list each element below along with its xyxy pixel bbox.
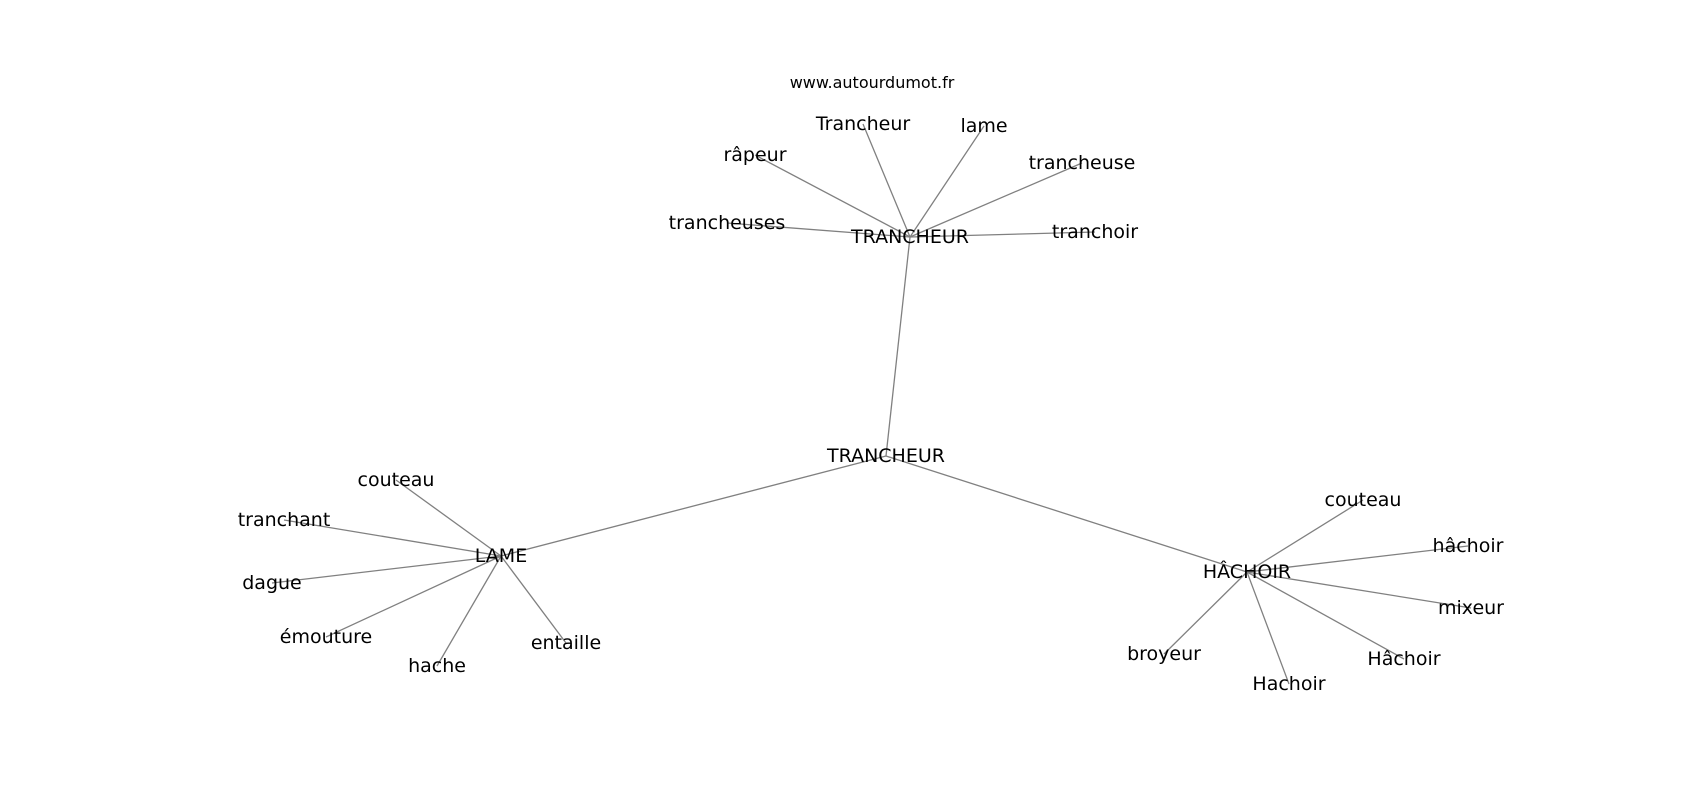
nodes-layer: TRANCHEUR TRANCHEUR LAME HÂCHOIR Trancheur la… — [238, 113, 1504, 695]
edge-lame_hub-l_entaille — [500, 555, 567, 644]
node-l-hache[interactable]: hache — [408, 655, 466, 677]
node-t-rapeur[interactable]: râpeur — [723, 144, 786, 166]
edge-lame_hub-l_emouture — [325, 555, 502, 638]
node-t-tranchoir[interactable]: tranchoir — [1052, 221, 1138, 243]
edge-lame_hub-l_tranchant — [283, 519, 502, 557]
edge-root-trancheur2 — [885, 236, 911, 457]
edge-hachoir_hub-h_broyeur — [1163, 571, 1248, 655]
node-h-hachoir-cap[interactable]: Hâchoir — [1367, 648, 1440, 670]
edge-trancheur2-t_trancheuse — [909, 162, 1083, 238]
node-t-trancheuse[interactable]: trancheuse — [1029, 152, 1136, 174]
edge-lame_hub-l_dague — [271, 555, 502, 584]
node-t-trancheur[interactable]: Trancheur — [815, 113, 911, 135]
node-h-couteau[interactable]: couteau — [1325, 489, 1402, 511]
edge-lame_hub-l_hache — [436, 555, 502, 667]
edge-trancheur2-t_trancheuses — [726, 222, 911, 238]
edge-hachoir_hub-h_hachoir_cap — [1246, 571, 1405, 660]
node-trancheur2[interactable]: TRANCHEUR — [850, 226, 969, 248]
edges-layer — [271, 123, 1472, 685]
node-lame-hub[interactable]: LAME — [475, 545, 527, 567]
node-l-tranchant[interactable]: tranchant — [238, 509, 331, 531]
edge-lame_hub-l_couteau — [395, 479, 502, 557]
edge-root-hachoir_hub — [885, 455, 1248, 573]
node-l-entaille[interactable]: entaille — [531, 632, 601, 654]
source-label[interactable]: www.autourdumot.fr — [790, 73, 955, 92]
edge-hachoir_hub-h_hachoir_plain — [1246, 571, 1290, 685]
edge-trancheur2-t_trancheur — [862, 123, 911, 238]
node-l-emouture[interactable]: émouture — [280, 626, 372, 648]
edge-trancheur2-t_rapeur — [754, 154, 911, 238]
node-h-hachoir-lc[interactable]: hâchoir — [1433, 535, 1504, 557]
edge-trancheur2-t_tranchoir — [909, 231, 1096, 238]
node-hachoir-hub[interactable]: HÂCHOIR — [1203, 560, 1291, 583]
node-h-broyeur[interactable]: broyeur — [1127, 643, 1201, 665]
node-t-lame[interactable]: lame — [960, 115, 1007, 137]
node-root[interactable]: TRANCHEUR — [826, 445, 945, 467]
edge-trancheur2-t_lame — [909, 125, 985, 238]
node-t-trancheuses[interactable]: trancheuses — [669, 212, 786, 234]
edge-hachoir_hub-h_couteau — [1246, 499, 1364, 573]
node-l-couteau[interactable]: couteau — [358, 469, 435, 491]
node-l-dague[interactable]: dague — [242, 572, 302, 594]
edge-hachoir_hub-h_hachoir_lc — [1246, 545, 1469, 573]
node-h-hachoir-plain[interactable]: Hachoir — [1252, 673, 1325, 695]
node-h-mixeur[interactable]: mixeur — [1438, 597, 1504, 619]
edge-hachoir_hub-h_mixeur — [1246, 571, 1472, 609]
edge-root-lame_hub — [500, 455, 887, 557]
